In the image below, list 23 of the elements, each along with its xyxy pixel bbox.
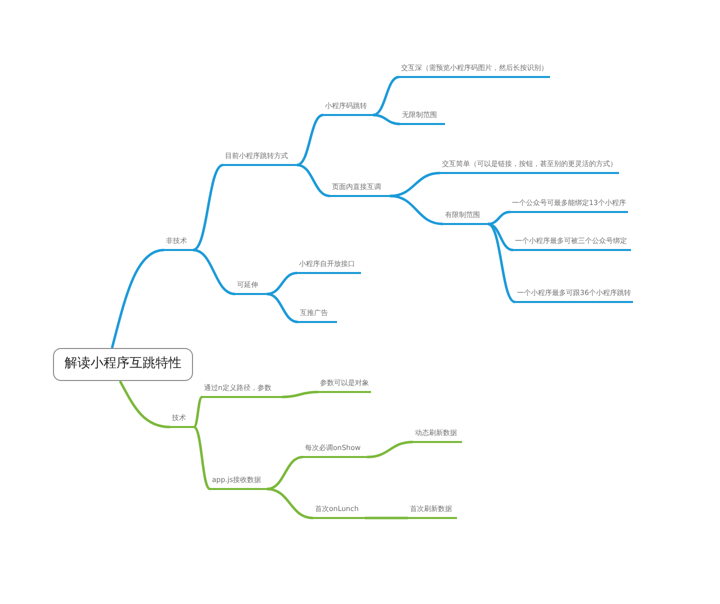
branch-line (118, 380, 170, 428)
branch-line (266, 272, 298, 296)
branch-line (296, 114, 324, 166)
branch-line (365, 516, 408, 520)
branch-line (372, 114, 400, 126)
branch-line (372, 76, 400, 116)
branch-line (488, 210, 510, 226)
branch-line (193, 426, 211, 490)
branch-line (266, 456, 304, 490)
branch-line (487, 222, 516, 304)
branch-line (282, 390, 318, 398)
branch-line (193, 396, 203, 428)
branch-line (266, 488, 314, 520)
branch-line (296, 164, 330, 198)
central-topic-box: 解读小程序互跳特性 (53, 348, 193, 381)
branch-line (366, 440, 414, 458)
branch-line (390, 172, 440, 198)
branch-line (110, 248, 164, 348)
branch-line (192, 164, 224, 252)
branch-line (266, 292, 298, 324)
branch-line (192, 248, 236, 296)
branch-line (488, 222, 514, 252)
branch-line (390, 194, 444, 226)
